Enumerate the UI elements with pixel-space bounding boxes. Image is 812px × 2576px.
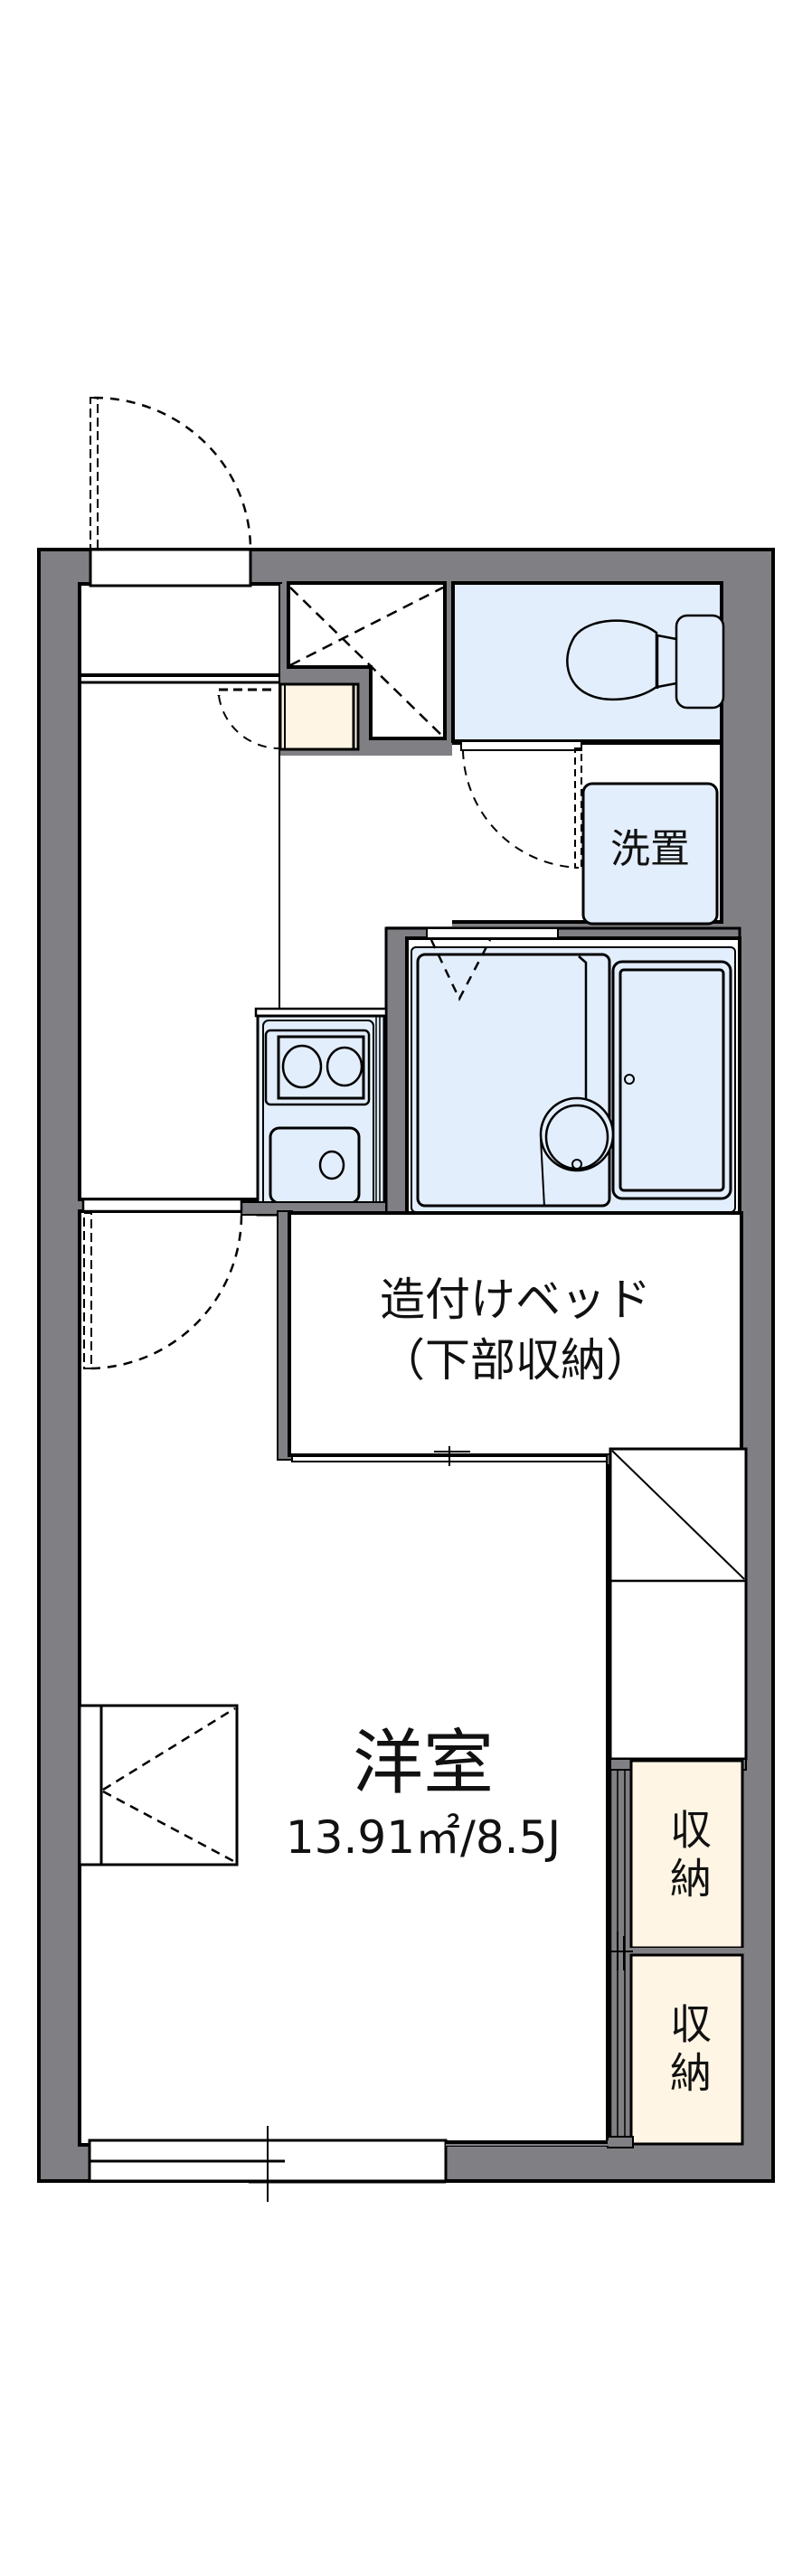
built-in-bed <box>277 1210 743 1466</box>
kitchen <box>254 1007 388 1217</box>
washbasin-icon <box>539 955 615 1208</box>
sink-icon <box>269 1126 361 1205</box>
toilet-room <box>451 581 725 743</box>
built-in-bed-label-line1: 造付けベッド <box>380 1274 651 1326</box>
stove-icon <box>264 1029 371 1106</box>
stair-box <box>608 1447 748 1771</box>
shoe-cabinet[interactable] <box>217 682 360 751</box>
room-name: 洋室 <box>352 1723 494 1804</box>
wall-cabinet <box>78 1704 239 1866</box>
built-in-bed-label-line2: （下部収納） <box>380 1334 651 1387</box>
unit-bath <box>405 927 741 1220</box>
room-door[interactable] <box>81 1198 243 1370</box>
toilet-door[interactable] <box>460 740 582 869</box>
bath-door[interactable] <box>426 927 559 939</box>
balcony-window[interactable] <box>88 2126 609 2202</box>
closet-1[interactable] <box>629 1759 744 1950</box>
closet-1-label: 収納 <box>664 1808 713 1905</box>
toilet-icon <box>566 614 725 710</box>
washer-space <box>581 782 719 926</box>
washer-space-label: 洗置 <box>610 826 690 872</box>
bathtub-icon <box>611 960 732 1200</box>
closet-2-label: 収納 <box>664 2002 713 2100</box>
closet-2[interactable] <box>629 1953 744 2146</box>
entrance-door[interactable] <box>89 396 252 588</box>
room-area: 13.91㎡/8.5J <box>285 1811 562 1864</box>
closets <box>606 1759 747 2148</box>
